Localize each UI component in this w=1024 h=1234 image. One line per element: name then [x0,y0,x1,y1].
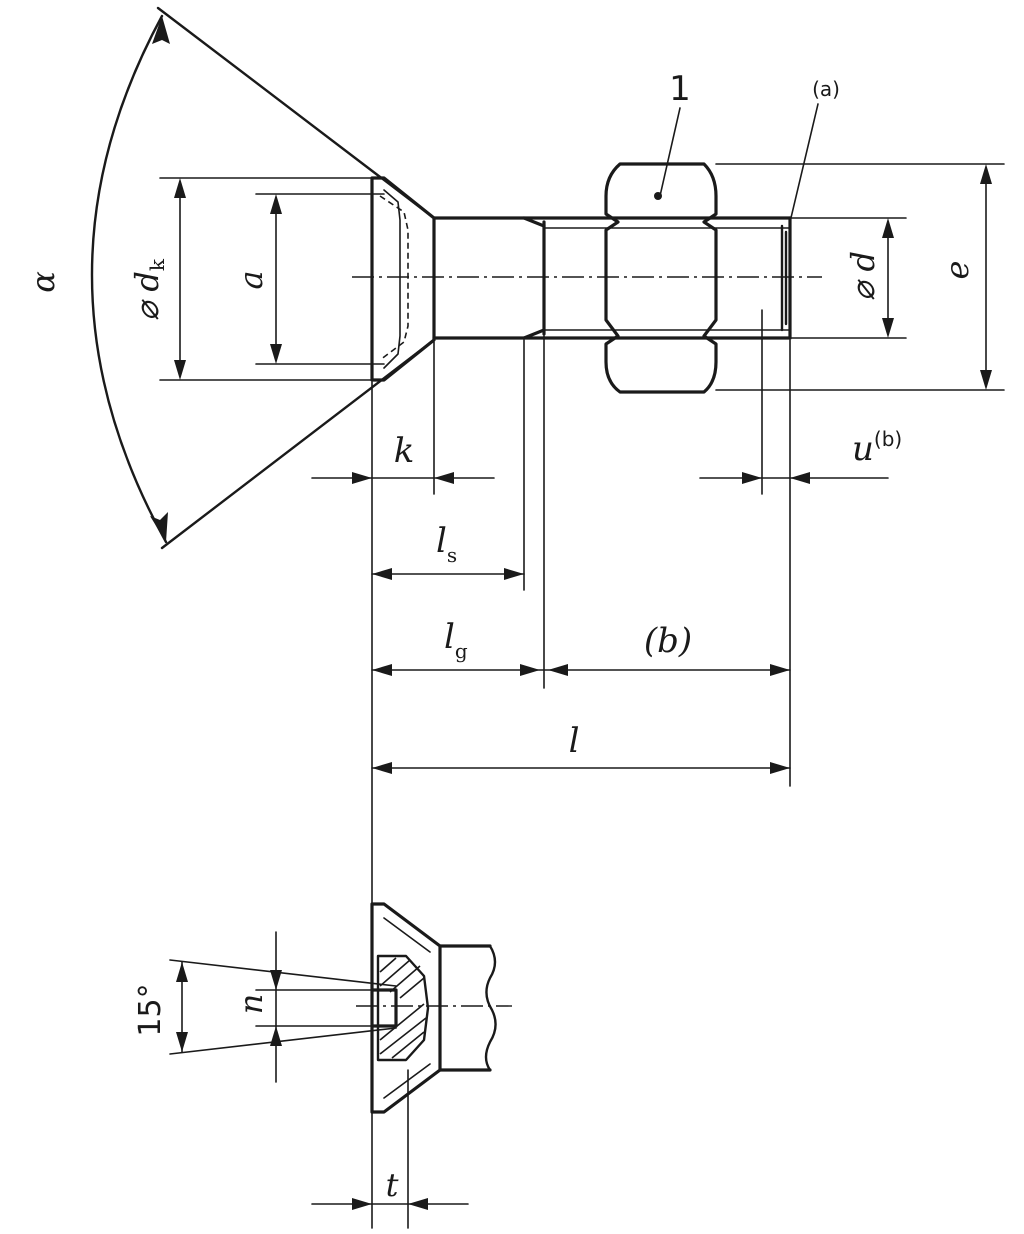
leader-item-1 [659,107,681,197]
leader-dot-item-1 [654,192,662,200]
u-label-main: u [852,429,874,469]
n-arrow-top [270,970,282,990]
a-label: a [232,270,270,289]
detail-break-line [484,944,497,1072]
dk-arrow-top [174,178,186,198]
e-arrow-bottom [980,370,992,390]
t-arrow-right [408,1198,428,1210]
dk-label: ⌀ dk [128,258,169,321]
ls-arrow-left [372,568,392,580]
t-arrow-left [352,1198,372,1210]
detail-shank [438,944,492,1072]
d-arrow-bottom [882,318,894,338]
alpha-arrow-bottom [150,512,168,542]
hex-nut-outline [604,162,718,394]
b-label: (b) [644,621,692,661]
alpha-arc [90,14,168,544]
k-dimension: k [311,341,495,1229]
d-dimension: ⌀ d [789,217,907,339]
lg-arrow-right [520,664,540,676]
n-arrow-bottom [270,1026,282,1046]
alpha-arrow-top [152,16,170,44]
hatch-line [379,1017,427,1055]
d-label: ⌀ d [844,251,882,301]
angle-15-arrow-top [176,962,188,982]
l-arrow-left [372,762,392,774]
ls-arrow-right [504,568,524,580]
l-dimension: l [371,721,791,774]
l-label: l [569,721,580,761]
hatch-line [391,1031,425,1059]
hatch-line [399,977,425,999]
head-outline [370,176,436,382]
detail-section-outline [376,954,430,1062]
lg-b-dimension: lg (b) [371,335,791,689]
a-arrow-bottom [270,344,282,364]
angle-15-label: 15° [133,983,168,1036]
u-label-sup: (b) [874,427,902,451]
angle-15-line-bottom [169,1027,397,1055]
u-arrow-left [742,472,762,484]
k-arrow-left [352,472,372,484]
head-recess-hidden [379,195,409,361]
bolt-side-view [352,103,822,394]
angle-15-line-top [169,959,397,987]
lg-label-sub: g [455,639,468,663]
b-arrow-right [770,664,790,676]
hex-nut-faces [604,216,718,340]
bolt-end-chamfer [780,224,788,332]
leader-note-a [789,103,819,223]
n-label: n [232,994,270,1015]
lg-arrow-left [372,664,392,676]
k-label: k [394,431,415,471]
a-dimension: a [232,193,385,365]
ls-label-sub: s [447,543,457,567]
k-arrow-right [434,472,454,484]
b-arrow-left [548,664,568,676]
detail-slot [370,988,398,1028]
cone-extension-bottom [160,338,436,550]
ls-dimension: ls [371,339,525,591]
u-label: u(b) [852,427,902,469]
e-arrow-top [980,164,992,184]
dk-label-main: ⌀ d [128,271,166,321]
u-arrow-right [790,472,810,484]
alpha-label: α [24,271,62,293]
dk-dimension: ⌀ dk [128,177,373,381]
angle-alpha-dimension: α [24,6,436,550]
detail-head-inner [383,917,431,1099]
dk-arrow-bottom [174,360,186,380]
e-dimension: e [715,163,1005,391]
hatch-line [379,959,411,987]
item-1-label: 1 [669,69,691,109]
shank-outline [432,216,792,340]
thread-runout [522,216,546,340]
d-arrow-top [882,218,894,238]
angle-15-arrow-bottom [176,1032,188,1052]
detail-hatching [379,957,427,1059]
a-arrow-top [270,194,282,214]
l-arrow-right [770,762,790,774]
u-dimension: u(b) [699,309,902,787]
lg-label: lg [444,617,468,663]
e-label: e [938,261,976,280]
lg-label-main: l [444,617,455,657]
t-label: t [386,1166,399,1204]
hatch-line [379,1003,425,1041]
hatch-line [379,957,397,973]
ls-label-main: l [436,521,447,561]
note-a-label: (a) [812,77,840,101]
dk-label-sub: k [145,258,169,271]
slot-detail-view: 15° n t [133,902,512,1229]
cone-extension-top [156,6,436,220]
ls-label: ls [436,521,457,567]
head-recess-edge [383,189,401,369]
hatch-line [389,965,421,993]
